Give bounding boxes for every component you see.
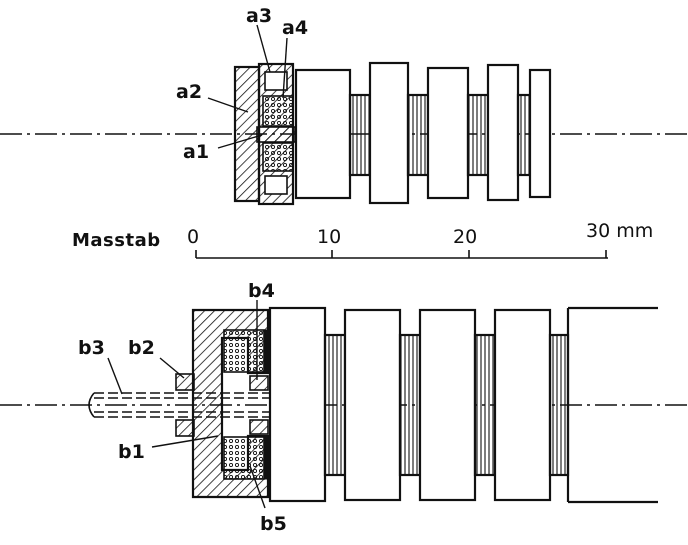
label-a4: a4 <box>282 17 308 39</box>
label-b4: b4 <box>248 280 275 302</box>
figure-a: a3 a4 a2 a1 <box>0 5 688 206</box>
label-b5: b5 <box>260 513 287 535</box>
scale-bar: Masstab 0 10 20 30 mm <box>72 220 653 259</box>
pot-core-b <box>175 308 270 499</box>
tube-b3 <box>88 392 270 418</box>
label-b1: b1 <box>118 441 145 463</box>
scale-title: Masstab <box>72 230 161 251</box>
leaders-a <box>207 24 288 149</box>
label-a1: a1 <box>183 141 209 163</box>
scale-label-10: 10 <box>317 226 341 248</box>
label-b2: b2 <box>128 337 155 359</box>
leaders-b <box>107 300 266 509</box>
label-b3: b3 <box>78 337 105 359</box>
figure-b: b4 b3 b2 b1 b5 <box>0 280 688 535</box>
coils-b <box>268 306 658 504</box>
label-a3: a3 <box>246 5 272 27</box>
scale-label-30mm: 30 mm <box>586 220 653 242</box>
scale-label-20: 20 <box>453 226 477 248</box>
coils-a <box>294 61 552 205</box>
pot-core-a <box>233 62 296 206</box>
label-a2: a2 <box>176 81 202 103</box>
scale-label-0: 0 <box>187 226 199 248</box>
